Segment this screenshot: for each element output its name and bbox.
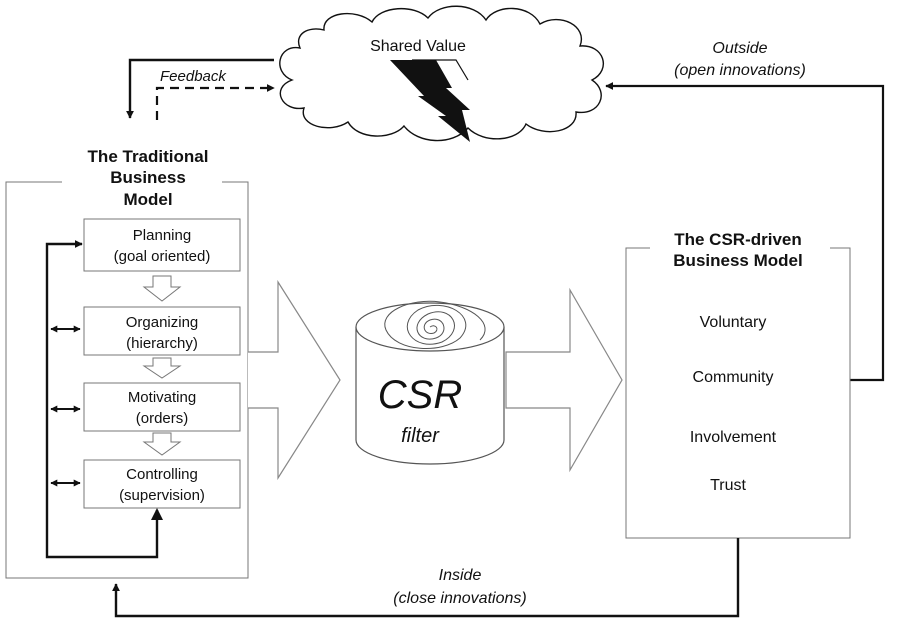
spiral-icon: [384, 300, 486, 349]
csr-item-voluntary: Voluntary: [700, 314, 767, 331]
step-controlling: Controlling (supervision): [83, 459, 241, 509]
step-planning: Planning (goal oriented): [83, 218, 241, 272]
step-organizing: Organizing (hierarchy): [83, 306, 241, 356]
traditional-model-frame: The Traditional Business Model: [5, 147, 249, 579]
shared-value-cloud: Shared Value: [279, 5, 604, 142]
down-arrow-icon: [142, 432, 182, 456]
outside-loop-arrow: [605, 82, 885, 382]
csr-item-community: Community: [693, 369, 774, 386]
inside-label: Inside: [439, 567, 482, 584]
step-organizing-subtitle: (hierarchy): [126, 335, 198, 352]
lightning-bolt-icon: [390, 60, 470, 142]
inside-sublabel: (close innovations): [393, 590, 526, 607]
step-planning-subtitle: (goal oriented): [114, 248, 211, 265]
feedback-label: Feedback: [160, 68, 227, 85]
traditional-title-line-1: The Traditional: [88, 147, 209, 166]
step-organizing-title: Organizing: [126, 314, 199, 331]
large-right-arrow-icon: [505, 287, 623, 473]
step-controlling-title: Controlling: [126, 466, 198, 483]
step-motivating-subtitle: (orders): [136, 410, 189, 427]
outside-sublabel: (open innovations): [674, 62, 806, 79]
step-motivating-title: Motivating: [128, 389, 196, 406]
csr-filter-big-label: CSR: [378, 373, 462, 417]
inside-loop-arrow: [112, 538, 740, 618]
down-arrow-icon: [142, 275, 182, 302]
csr-model-title-line-1: The CSR-driven: [674, 230, 802, 249]
csr-item-trust: Trust: [710, 477, 746, 494]
cloud-title: Shared Value: [370, 38, 466, 55]
large-right-arrow-icon: [248, 279, 341, 481]
step-motivating: Motivating (orders): [83, 382, 241, 432]
traditional-title-line-3: Model: [123, 190, 172, 209]
csr-filter-cylinder: CSR filter: [355, 300, 505, 465]
step-controlling-subtitle: (supervision): [119, 487, 205, 504]
process-loop: [45, 240, 163, 559]
csr-item-involvement: Involvement: [690, 429, 777, 446]
traditional-title-line-2: Business: [110, 168, 186, 187]
feedback-solid-arrow: [126, 58, 274, 119]
feedback-arrows: Feedback: [126, 58, 275, 120]
csr-model-frame: The CSR-driven Business Model Voluntary …: [625, 230, 851, 539]
feedback-dashed-arrow: [155, 84, 275, 120]
outside-label: Outside: [712, 40, 767, 57]
step-planning-title: Planning: [133, 227, 191, 244]
csr-filter-small-label: filter: [401, 425, 440, 447]
down-arrow-icon: [142, 357, 182, 379]
csr-model-title-line-2: Business Model: [673, 251, 802, 270]
